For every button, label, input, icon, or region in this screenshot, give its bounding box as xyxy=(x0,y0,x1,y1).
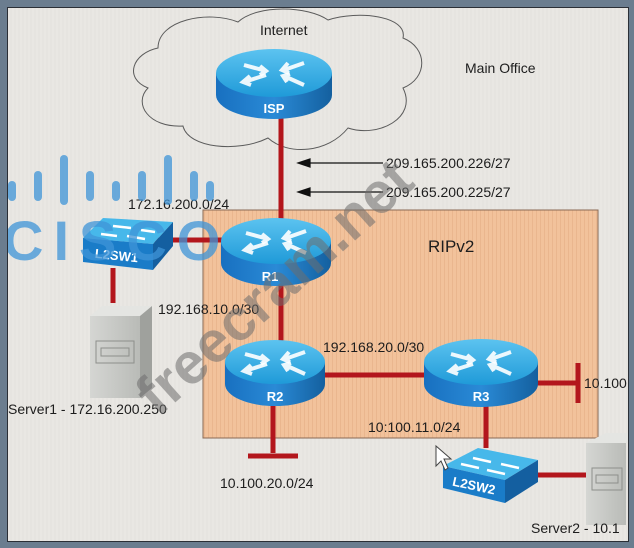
router-isp[interactable]: ISP xyxy=(216,49,332,119)
r2-lan-address: 10.100.20.0/24 xyxy=(220,475,314,491)
r3-label: R3 xyxy=(473,389,490,404)
topology-canvas: RIPv2 Internet Main Office 209.165.200.2… xyxy=(7,7,629,542)
r2-label: R2 xyxy=(267,389,284,404)
router-r1[interactable]: R1 xyxy=(221,218,331,286)
server1[interactable] xyxy=(90,306,152,398)
router-r3[interactable]: R3 xyxy=(424,339,538,407)
server2-label: Server2 - 10.1 xyxy=(531,520,620,536)
isp-side-address: 209.165.200.226/27 xyxy=(386,155,511,171)
server1-label: Server1 - 172.16.200.250 xyxy=(8,401,167,417)
server2[interactable] xyxy=(586,433,628,525)
r2-r3-link-address: 192.168.20.0/30 xyxy=(323,339,424,355)
isp-label: ISP xyxy=(264,101,285,116)
links xyxy=(110,118,588,478)
r1-label: R1 xyxy=(262,269,279,284)
internet-cloud xyxy=(133,8,423,150)
r1-side-address: 209.165.200.225/27 xyxy=(386,184,511,200)
switch-l2sw1[interactable]: L2SW1 xyxy=(83,218,173,270)
main-office-label: Main Office xyxy=(465,60,536,76)
l2sw1-lan-address: 172.16.200.0/24 xyxy=(128,196,229,212)
internet-label: Internet xyxy=(260,22,308,38)
topology-diagram: RIPv2 Internet Main Office 209.165.200.2… xyxy=(8,8,628,536)
isp-link-arrows xyxy=(296,158,383,197)
l2sw1-label: L2SW1 xyxy=(94,246,139,265)
router-r2[interactable]: R2 xyxy=(225,340,325,406)
r1-r2-link-address: 192.168.10.0/30 xyxy=(158,301,259,317)
r3-l2sw2-lan-address: 10:100.11.0/24 xyxy=(368,419,461,435)
ripv2-label: RIPv2 xyxy=(428,237,474,256)
switch-l2sw2[interactable]: L2SW2 xyxy=(443,448,538,503)
mouse-cursor xyxy=(435,444,453,471)
cisco-logo-text: CISCO xyxy=(8,209,230,272)
cisco-logo-watermark: CISCO xyxy=(8,155,230,272)
r3-right-lan-address: 10.100 xyxy=(584,375,627,391)
